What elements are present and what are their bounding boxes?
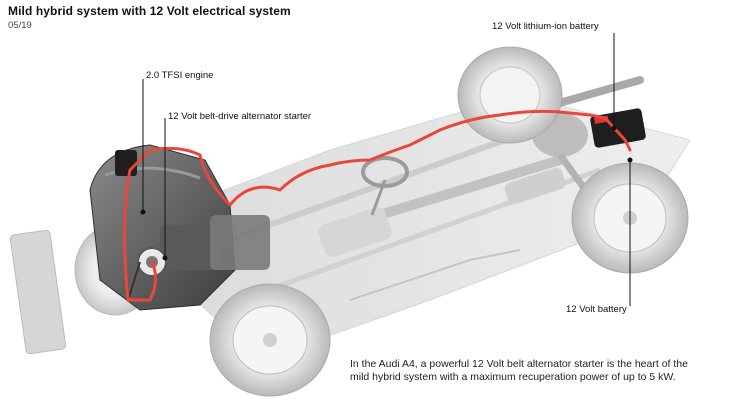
wheel-rear-left [457,46,563,144]
front-12v-module [115,150,137,176]
rear-muffler [504,167,566,205]
callout-engine: 2.0 TFSI engine [146,70,214,81]
steering-wheel [361,156,409,188]
date-stamp: 05/19 [8,20,32,31]
12v-cable-engine-loop [122,168,157,302]
callout-alternator: 12 Volt belt-drive alternator starter [168,111,312,122]
wheel-front-right [209,283,331,397]
caption-text: In the Audi A4, a powerful 12 Volt belt … [350,358,688,383]
12v-cable [128,109,607,207]
callout-battery: 12 Volt battery [566,304,627,315]
callout-lithium-battery: 12 Volt lithium-ion battery [492,21,599,32]
12v-cable-battery-link [603,116,632,152]
page-title: Mild hybrid system with 12 Volt electric… [8,4,291,18]
leader-lines [140,33,633,306]
radiator [9,229,67,355]
muffler [318,207,392,257]
